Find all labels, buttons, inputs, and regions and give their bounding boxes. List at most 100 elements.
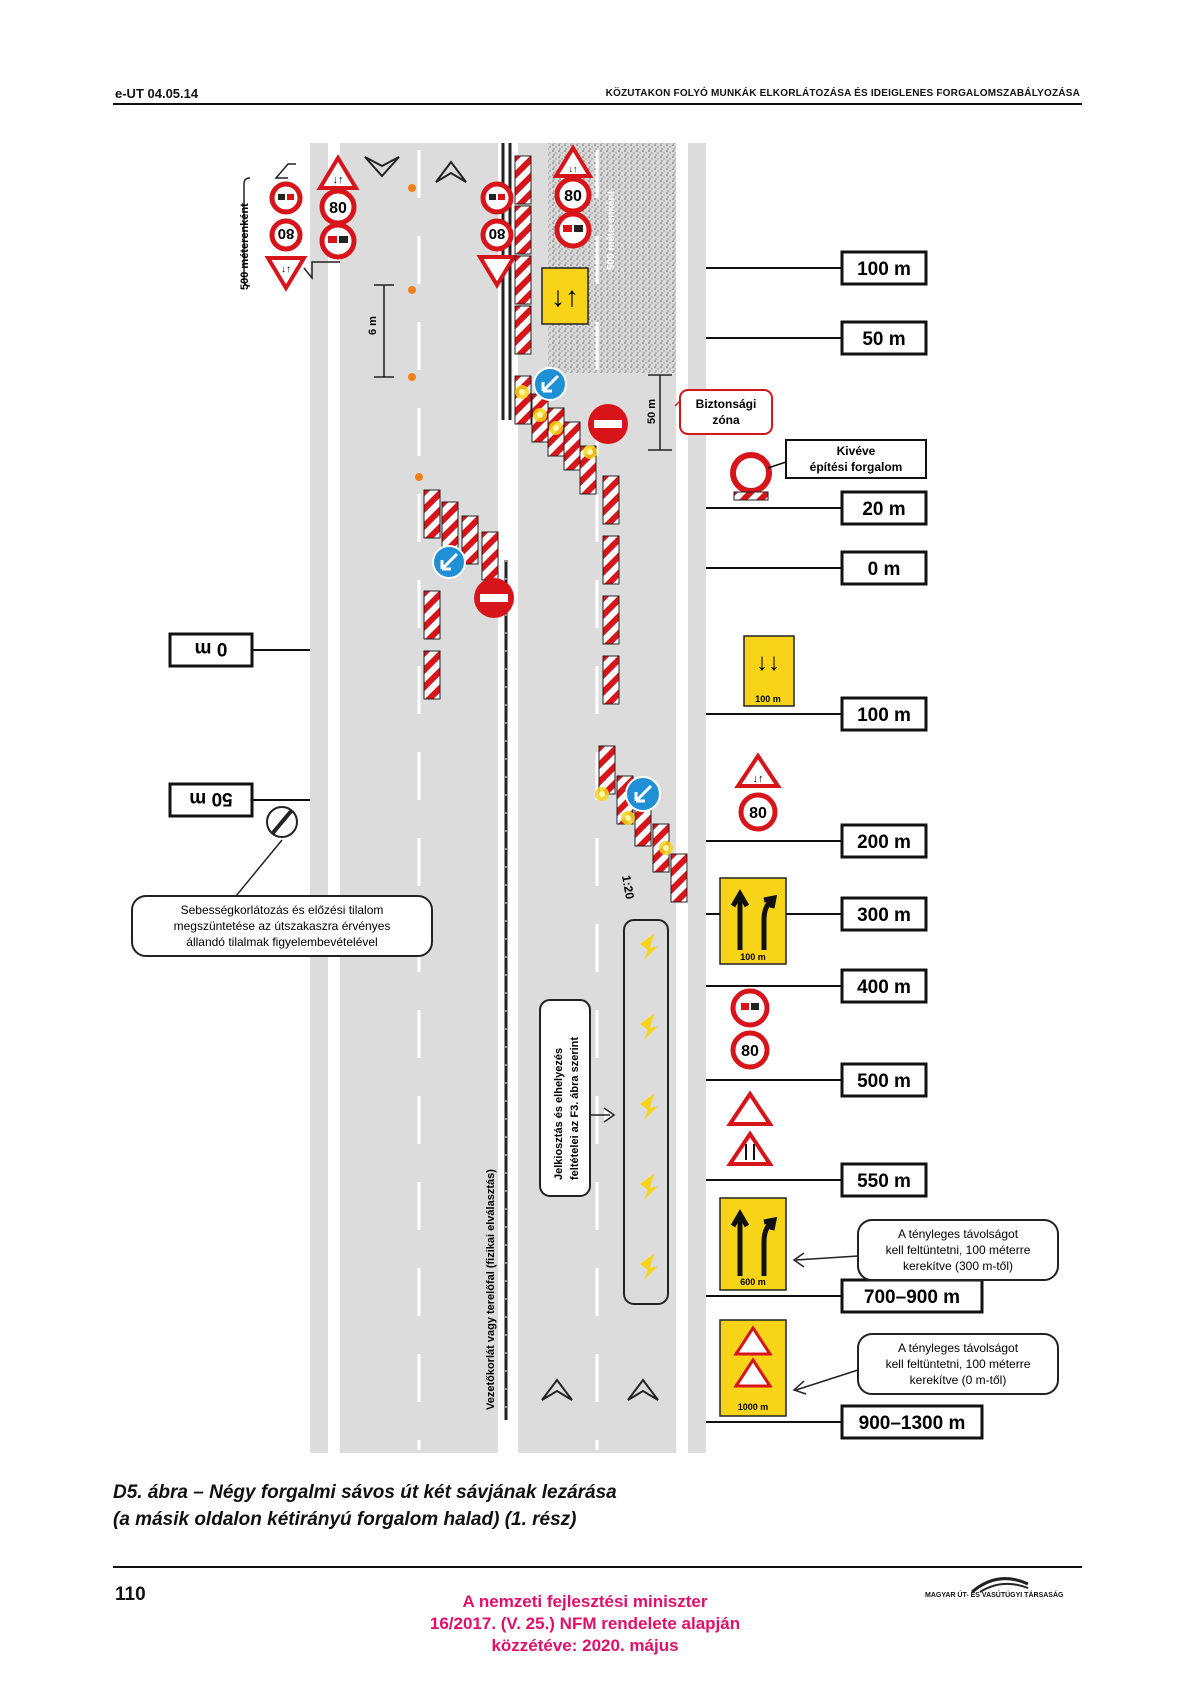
- svg-text:100 m: 100 m: [857, 705, 911, 726]
- svg-text:zóna: zóna: [712, 413, 740, 427]
- svg-text:0 m: 0 m: [195, 638, 228, 659]
- svg-text:550 m: 550 m: [857, 1171, 911, 1192]
- roadworks-narrowing-signs: [726, 1090, 774, 1166]
- svg-text:20 m: 20 m: [862, 499, 905, 520]
- header-rule: [113, 103, 1082, 105]
- logo-text: MAGYAR ÚT- ÉS VASÚTÜGYI TÁRSASÁG: [925, 1592, 1064, 1599]
- caption-line-1: D5. ábra – Négy forgalmi sávos út két sá…: [113, 1482, 617, 1503]
- svg-text:↓↑: ↓↑: [569, 164, 578, 174]
- safety-zone-callout: Biztonsági zóna: [679, 389, 773, 435]
- sebesseg-callout: Sebességkorlátozás és előzési tilalom me…: [131, 895, 433, 957]
- svg-text:1000 m: 1000 m: [738, 1402, 769, 1412]
- svg-text:Sebességkorlátozás és előzési: Sebességkorlátozás és előzési tilalom: [181, 903, 384, 917]
- closed-road-sign: [730, 452, 772, 501]
- two-way-traffic-sign: ↓↑ 80: [734, 752, 782, 832]
- svg-text:300 m: 300 m: [857, 905, 911, 926]
- publisher-line-3: közzétéve: 2020. május: [491, 1636, 679, 1655]
- svg-text:↓↑: ↓↑: [753, 773, 764, 785]
- svg-text:600 m: 600 m: [740, 1277, 766, 1287]
- svg-text:↓↓: ↓↓: [756, 649, 780, 676]
- publisher-line-1: A nemzeti fejlesztési miniszter: [462, 1592, 708, 1611]
- svg-text:kerekítve (0 m-től): kerekítve (0 m-től): [910, 1373, 1007, 1387]
- median-boards: [514, 155, 532, 425]
- label-vezetokorlat: Vezetőkorlát vagy terelőfal (fizikai elv…: [485, 1169, 497, 1410]
- svg-text:↓↑: ↓↑: [281, 264, 291, 275]
- left-distance-markers: 0 m 50 m: [168, 632, 310, 818]
- workzone-sign-group: ↓↑ 80 ↓↑ 500 méterenként: [541, 144, 617, 325]
- label-500m-left: 500 méterenként: [239, 203, 251, 290]
- figure-caption: D5. ábra – Négy forgalmi sávos út két sá…: [113, 1479, 617, 1533]
- svg-text:kell feltüntetni, 100 méterre: kell feltüntetni, 100 méterre: [886, 1243, 1031, 1257]
- svg-text:kell feltüntetni, 100 méterre: kell feltüntetni, 100 méterre: [886, 1357, 1031, 1371]
- lane-markings: [417, 150, 599, 1450]
- no-entry-sign-1: [588, 404, 628, 444]
- svg-text:50 m: 50 m: [189, 788, 232, 809]
- end-restriction-sign: [266, 806, 298, 838]
- traffic-diagram: 6 m ↓↑ 80 80 ↓↑ 500 méterenként 80 ↓↑ 80…: [131, 143, 1059, 1453]
- svg-text:80: 80: [741, 1043, 759, 1060]
- publisher-note: A nemzeti fejlesztési miniszter 16/2017.…: [400, 1591, 770, 1657]
- svg-text:Jelkiosztás és elhelyezés: Jelkiosztás és elhelyezés: [553, 1048, 565, 1180]
- svg-text:0 m: 0 m: [868, 559, 901, 580]
- svg-text:kerekítve (300 m-től): kerekítve (300 m-től): [903, 1259, 1013, 1273]
- page-number: 110: [115, 1584, 146, 1605]
- lane-merge-sign-600: 600 m: [719, 1197, 787, 1291]
- svg-text:80: 80: [278, 225, 295, 242]
- svg-text:A tényleges távolságot: A tényleges távolságot: [898, 1227, 1019, 1241]
- keep-left-sign-3: [625, 776, 661, 812]
- publisher-line-2: 16/2017. (V. 25.) NFM rendelete alapján: [429, 1614, 741, 1633]
- svg-text:↓↑: ↓↑: [551, 281, 579, 312]
- svg-text:80: 80: [564, 188, 582, 205]
- document-id: e-UT 04.05.14: [115, 86, 199, 101]
- keep-left-sign-2: [432, 545, 466, 579]
- keep-left-sign-1: [533, 367, 567, 401]
- svg-text:állandó tilalmak figyelembevét: állandó tilalmak figyelembevételével: [186, 935, 377, 949]
- svg-text:↓↑: ↓↑: [333, 174, 344, 186]
- left-shoulder: [310, 143, 328, 1453]
- caption-line-2: (a másik oldalon kétirányú forgalom hala…: [113, 1509, 577, 1530]
- society-logo-icon: [971, 1577, 1029, 1594]
- svg-text:200 m: 200 m: [857, 832, 911, 853]
- svg-text:Kivéve: Kivéve: [837, 444, 876, 458]
- running-title: Közutakon folyó munkák elkorlátozása és …: [605, 88, 1080, 99]
- direction-arrows: [364, 156, 659, 1401]
- svg-text:építési forgalom: építési forgalom: [810, 460, 903, 474]
- svg-text:100 m: 100 m: [740, 952, 766, 962]
- dimension-50m: [648, 374, 672, 451]
- delineator-posts: [408, 184, 423, 481]
- median-barrier: [501, 143, 512, 1450]
- label-500m-workzone: 500 méterenként: [606, 190, 617, 270]
- tenyleges-callout-1: A tényleges távolságot kell feltüntetni,…: [792, 1219, 1059, 1281]
- label-6m: 6 m: [367, 316, 379, 335]
- svg-text:700–900 m: 700–900 m: [864, 1287, 960, 1308]
- right-distance-markers: 100 m 50 m 20 m 0 m 100 m 200 m 300 m 40…: [706, 250, 984, 1440]
- svg-text:900–1300 m: 900–1300 m: [859, 1413, 966, 1434]
- dimension-6m: [374, 284, 394, 378]
- svg-text:feltételei az F3. ábra szerint: feltételei az F3. ábra szerint: [569, 1037, 581, 1180]
- svg-text:100 m: 100 m: [755, 694, 781, 704]
- no-entry-sign-2: [474, 578, 514, 618]
- warning-sign-panel-1000: 1000 m: [719, 1319, 787, 1417]
- svg-text:80: 80: [749, 805, 767, 822]
- label-50m: 50 m: [646, 399, 658, 424]
- svg-text:Biztonsági: Biztonsági: [696, 397, 757, 411]
- right-shoulder: [688, 143, 706, 1453]
- svg-text:megszüntetése az útszakaszra é: megszüntetése az útszakaszra érvényes: [174, 919, 391, 933]
- median-sign-group: 80: [476, 181, 518, 289]
- lane-merge-sign-100: 100 m: [719, 877, 787, 965]
- left-sign-group: ↓↑ 80 80 ↓↑ 500 méterenként: [239, 154, 360, 292]
- svg-text:100 m: 100 m: [857, 259, 911, 280]
- svg-text:80: 80: [489, 225, 506, 242]
- footer-rule: [113, 1566, 1082, 1568]
- svg-text:A tényleges távolságot: A tényleges távolságot: [898, 1341, 1019, 1355]
- label-ratio: 1:20: [619, 874, 637, 900]
- svg-text:500 m: 500 m: [857, 1071, 911, 1092]
- lane-closure-sign-100: ↓↓ 100 m: [743, 635, 795, 707]
- svg-text:80: 80: [329, 200, 347, 217]
- svg-text:50 m: 50 m: [862, 329, 905, 350]
- svg-text:400 m: 400 m: [857, 977, 911, 998]
- jelkiosztas-callout: Jelkiosztás és elhelyezés feltételei az …: [539, 999, 616, 1197]
- tenyleges-callout-2: A tényleges távolságot kell feltüntetni,…: [792, 1333, 1059, 1395]
- no-overtaking-speed-sign: 80: [730, 988, 770, 1070]
- prewarning-frame: [623, 919, 669, 1305]
